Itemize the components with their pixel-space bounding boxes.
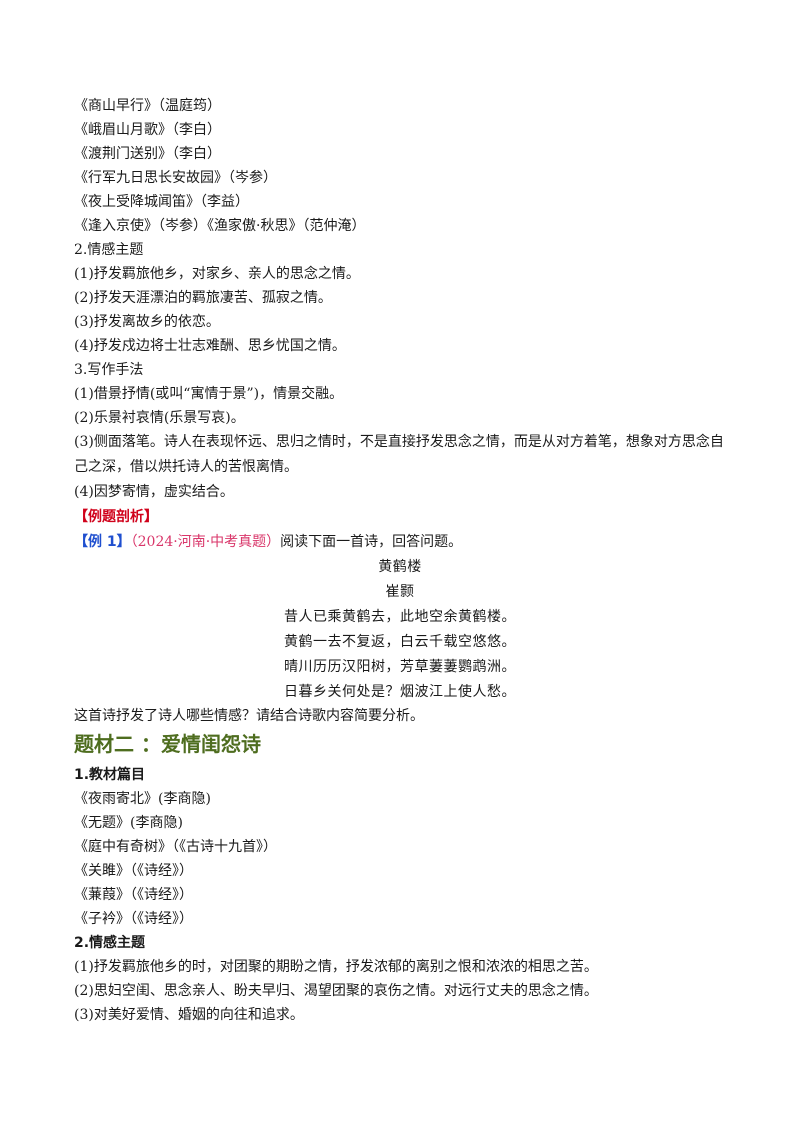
- poem-line: 晴川历历汉阳树，芳草萋萋鹦鹉洲。: [284, 659, 516, 675]
- work-item: 《逢入京使》（岑参）《渔家傲·秋思》（范仲淹）: [74, 218, 366, 234]
- technique-heading: 3.写作手法: [74, 362, 144, 378]
- work-item: 《子衿》（《诗经》）: [74, 911, 193, 927]
- technique-item: (2)乐景衬哀情(乐景写哀)。: [74, 410, 245, 426]
- work-item: 《无题》(李商隐): [74, 815, 183, 831]
- work-item: 《夜雨寄北》(李商隐): [74, 791, 211, 807]
- technique-item: (3)侧面落笔。诗人在表现怀远、思归之情时，不是直接抒发思念之情，而是从对方着笔…: [74, 434, 724, 475]
- work-item: 《峨眉山月歌》（李白）: [74, 122, 221, 138]
- emotion-item: (4)抒发戍边将士壮志难酬、思乡忧国之情。: [74, 338, 346, 354]
- emotion-heading: 2.情感主题: [74, 242, 144, 258]
- emotion-item: (1)抒发羁旅他乡，对家乡、亲人的思念之情。: [74, 266, 360, 282]
- works-heading: 1.教材篇目: [74, 767, 146, 783]
- example-source: （2024·河南·中考真题）: [130, 534, 281, 550]
- work-item: 《关雎》（《诗经》）: [74, 863, 193, 879]
- emotion-heading: 2.情感主题: [74, 935, 146, 951]
- technique-item: (4)因梦寄情，虚实结合。: [74, 484, 234, 500]
- emotion-item: (1)抒发羁旅他乡的时，对团聚的期盼之情，抒发浓郁的离别之恨和浓浓的相思之苦。: [74, 959, 598, 975]
- poem-line: 日暮乡关何处是？烟波江上使人愁。: [284, 684, 516, 700]
- work-item: 《商山早行》（温庭筠）: [74, 98, 221, 114]
- technique-item: (1)借景抒情(或叫“寓情于景”)，情景交融。: [74, 386, 344, 402]
- work-item: 《蒹葭》（《诗经》）: [74, 887, 193, 903]
- example-section-label: 【例题剖析】: [74, 509, 158, 525]
- work-item: 《夜上受降城闻笛》（李益）: [74, 194, 249, 210]
- example-label: 【例 1】: [74, 534, 131, 550]
- example-prompt: 阅读下面一首诗，回答问题。: [280, 534, 463, 550]
- poem-author: 崔颢: [385, 584, 415, 600]
- emotion-item: (3)抒发离故乡的依恋。: [74, 314, 220, 330]
- example-question: 这首诗抒发了诗人哪些情感？请结合诗歌内容简要分析。: [74, 708, 424, 724]
- work-item: 《渡荆门送别》（李白）: [74, 146, 221, 162]
- emotion-item: (2)思妇空闺、思念亲人、盼夫早归、渴望团聚的哀伤之情。对远行丈夫的思念之情。: [74, 983, 598, 999]
- poem-line: 黄鹤一去不复返，白云千载空悠悠。: [284, 634, 516, 650]
- emotion-item: (2)抒发天涯漂泊的羁旅凄苦、孤寂之情。: [74, 290, 332, 306]
- work-item: 《庭中有奇树》（《古诗十九首》）: [74, 839, 277, 855]
- example-question-line: 【例 1】（2024·河南·中考真题）阅读下面一首诗，回答问题。: [74, 532, 462, 552]
- work-item: 《行军九日思长安故园》（岑参）: [74, 170, 277, 186]
- poem-line: 昔人已乘黄鹤去，此地空余黄鹤楼。: [284, 609, 516, 625]
- section-title: 题材二 ：爱情闺怨诗: [74, 732, 261, 756]
- emotion-item: (3)对美好爱情、婚姻的向往和追求。: [74, 1007, 304, 1023]
- poem-title: 黄鹤楼: [378, 559, 422, 575]
